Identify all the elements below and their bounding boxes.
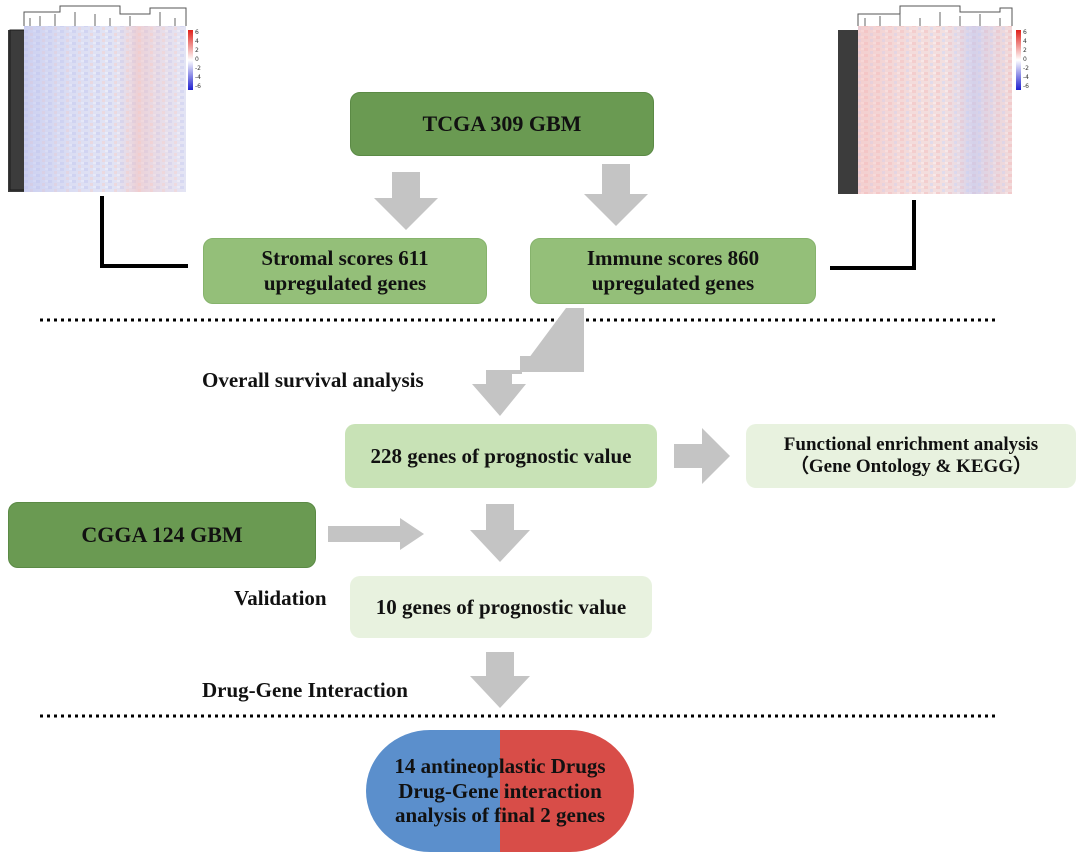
genes10-label: 10 genes of prognostic value [375, 594, 627, 619]
arrow-down-stromal [374, 172, 438, 230]
arrow-down-10genes [470, 504, 530, 562]
arrows [328, 164, 730, 708]
heatmap-right [838, 5, 1021, 194]
scale-tick: 0 [1023, 56, 1027, 63]
scale-tick: 4 [1023, 38, 1027, 45]
stromal-line1: Stromal scores 611 [261, 246, 429, 271]
functional-box: Functional enrichment analysis （Gene Ont… [746, 424, 1076, 488]
cgga-box: CGGA 124 GBM [8, 502, 316, 568]
immune-line1: Immune scores 860 [586, 246, 760, 271]
overall-survival-label: Overall survival analysis [202, 368, 424, 392]
drugs-line2: Drug-Gene interaction [398, 778, 602, 803]
drugs-line1: 14 antineoplastic Drugs [394, 753, 606, 778]
arrow-down-immune [584, 164, 648, 226]
heatmap-left [8, 5, 193, 192]
drugs-line3: analysis of final 2 genes [394, 803, 606, 828]
connector-left [100, 196, 188, 268]
stromal-box: Stromal scores 611 upregulated genes [203, 238, 487, 304]
tcga-label: TCGA 309 GBM [422, 111, 582, 137]
scale-tick: 2 [195, 47, 199, 54]
arrow-right-functional [674, 428, 730, 484]
genes228-box: 228 genes of prognostic value [345, 424, 657, 488]
functional-line2: （Gene Ontology & KEGG） [789, 456, 1033, 477]
arrow-elbow-stem-vertical [566, 308, 584, 356]
drug-pill [366, 730, 634, 852]
arrow-down-drugs [470, 652, 530, 708]
immune-box: Immune scores 860 upregulated genes [530, 238, 816, 304]
arrow-down-228 [472, 370, 526, 416]
drugs-box: 14 antineoplastic Drugs Drug-Gene intera… [366, 730, 634, 852]
immune-line2: upregulated genes [591, 271, 755, 295]
scale-tick: 0 [195, 56, 199, 63]
arrow-right-cgga [328, 518, 424, 550]
tcga-box: TCGA 309 GBM [350, 92, 654, 156]
scale-tick: 2 [1023, 47, 1027, 54]
scale-tick: -2 [195, 65, 201, 72]
arrow-elbow-immune [500, 308, 584, 374]
scale-tick: 4 [195, 38, 199, 45]
connector-right [830, 200, 916, 270]
scale-tick: -6 [1023, 83, 1029, 90]
scale-tick: -6 [195, 83, 201, 90]
cgga-label: CGGA 124 GBM [81, 522, 243, 548]
scale-tick: -2 [1023, 65, 1029, 72]
validation-label: Validation [234, 586, 327, 610]
functional-line1: Functional enrichment analysis [783, 433, 1039, 455]
stromal-line2: upregulated genes [263, 271, 427, 295]
arrow-elbow-stem-horizontal [520, 356, 584, 372]
genes10-box: 10 genes of prognostic value [350, 576, 652, 638]
drug-gene-label: Drug-Gene Interaction [202, 678, 408, 702]
scale-tick: -4 [195, 74, 201, 81]
scale-tick: 6 [1023, 29, 1027, 36]
scale-tick: -4 [1023, 74, 1029, 81]
genes228-label: 228 genes of prognostic value [370, 443, 632, 468]
scale-tick: 6 [195, 29, 199, 36]
